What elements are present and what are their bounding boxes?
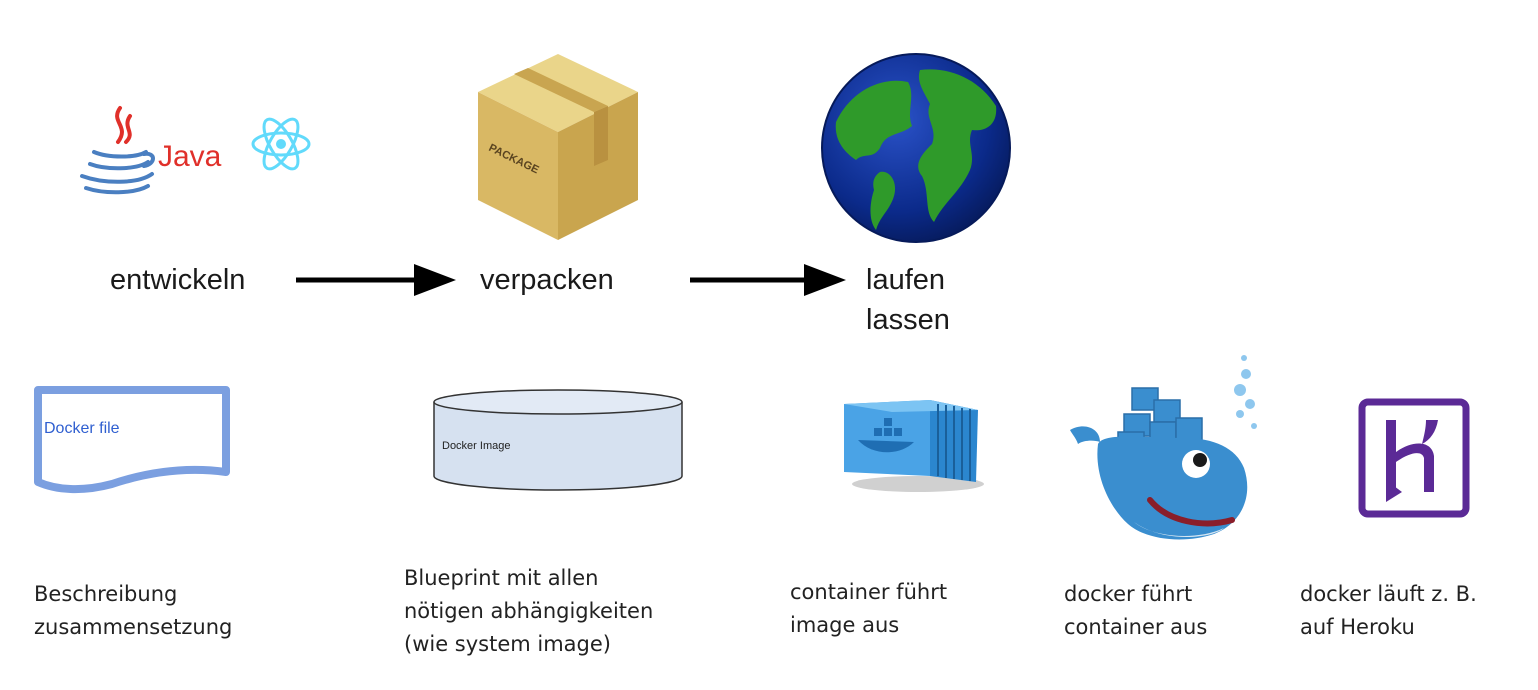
step-label-laufen-lassen: laufen lassen [866,264,950,336]
docker-whale-icon [1064,352,1264,542]
heroku-logo-icon [1356,396,1472,520]
java-wordmark: Java [158,140,222,173]
arrow-verpacken-to-laufen [690,262,848,298]
react-logo [250,116,312,172]
description-heroku: docker läuft z. B. auf Heroku [1300,582,1477,639]
description-dockerfile: Beschreibung zusammensetzung [34,582,233,639]
description-container: container führt image aus [790,580,948,637]
step-label-verpacken: verpacken [480,264,614,296]
java-logo: Java [74,104,234,196]
description-docker: docker führt container aus [1064,582,1208,639]
docker-image-label: Docker Image [442,440,511,452]
dockerfile-label: Docker file [44,420,120,437]
java-cup-icon [80,150,155,195]
dockerfile-shape: Docker file [32,384,232,496]
docker-image-cylinder: Docker Image [432,388,684,492]
shipping-container-icon [838,396,988,496]
package-box-icon: PACKAGE [474,50,642,242]
description-docker-image: Blueprint mit allen nötigen abhängigkeit… [404,566,654,656]
earth-globe-icon [820,52,1012,244]
java-steam-icon [115,106,132,144]
arrow-entwickeln-to-verpacken [296,262,458,298]
step-label-entwickeln: entwickeln [110,264,246,296]
